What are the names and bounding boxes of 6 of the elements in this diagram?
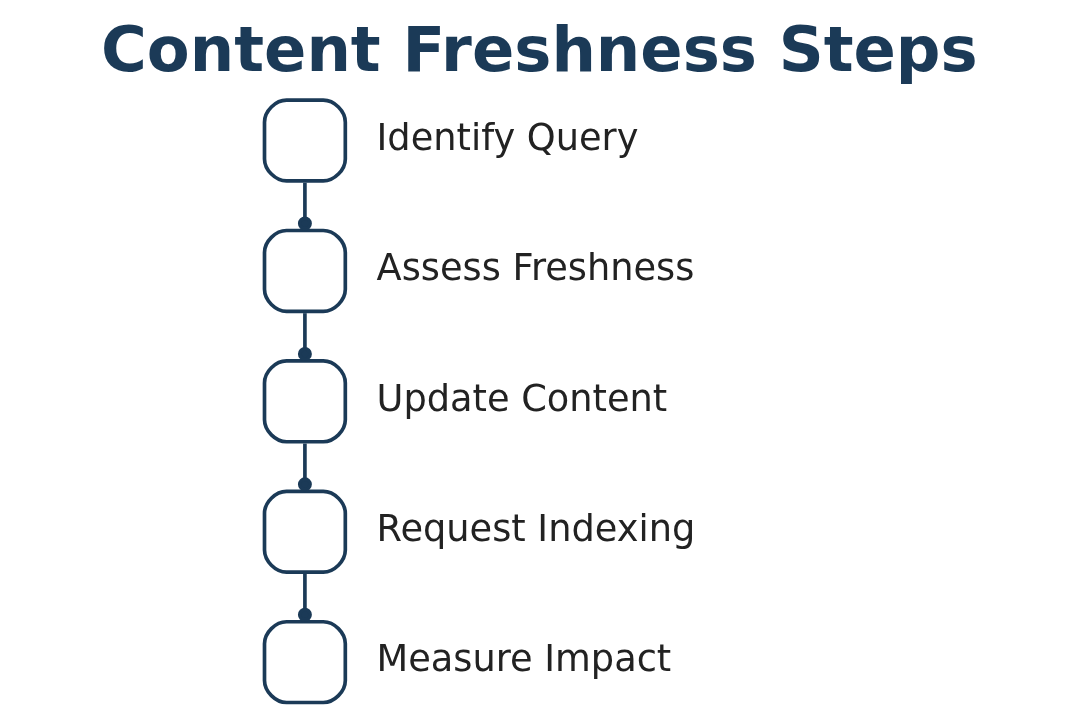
node-label: Request Indexing: [376, 506, 696, 550]
diagram-title: Content Freshness Steps: [101, 13, 978, 87]
node-label: Measure Impact: [376, 637, 672, 681]
node-label: Identify Query: [376, 115, 639, 159]
node-label: Update Content: [376, 376, 668, 420]
node-label: Assess Freshness: [376, 246, 695, 290]
